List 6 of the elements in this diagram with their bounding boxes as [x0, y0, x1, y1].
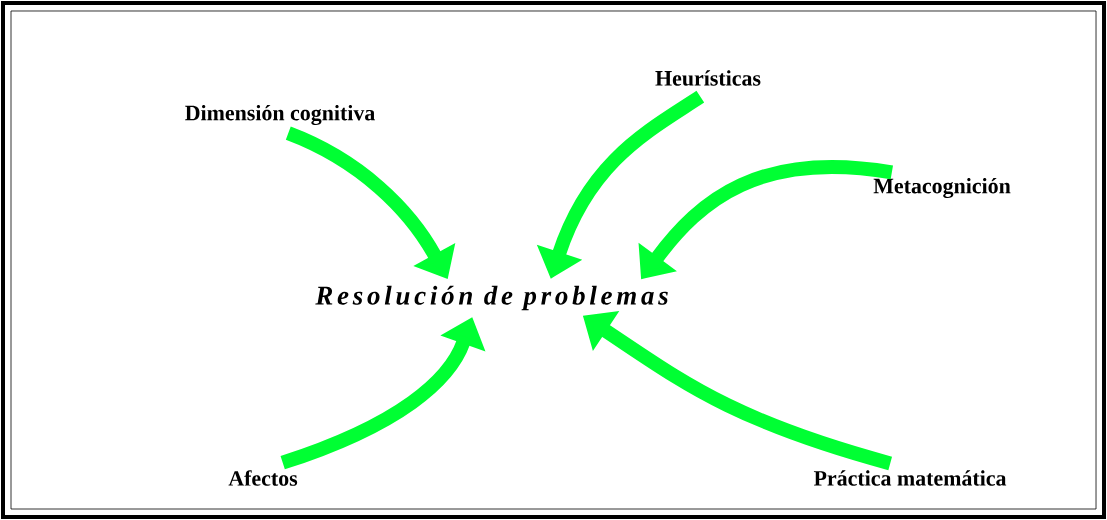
center-title: Resolución de problemas [315, 285, 668, 311]
topic-label: Afectos [228, 470, 298, 486]
topic-label: Dimensión cognitiva [185, 104, 375, 126]
topic-label: Heurísticas [655, 70, 761, 86]
topic-label: Metacognición [873, 177, 1011, 199]
topic-label: Práctica matemática [813, 470, 1007, 486]
